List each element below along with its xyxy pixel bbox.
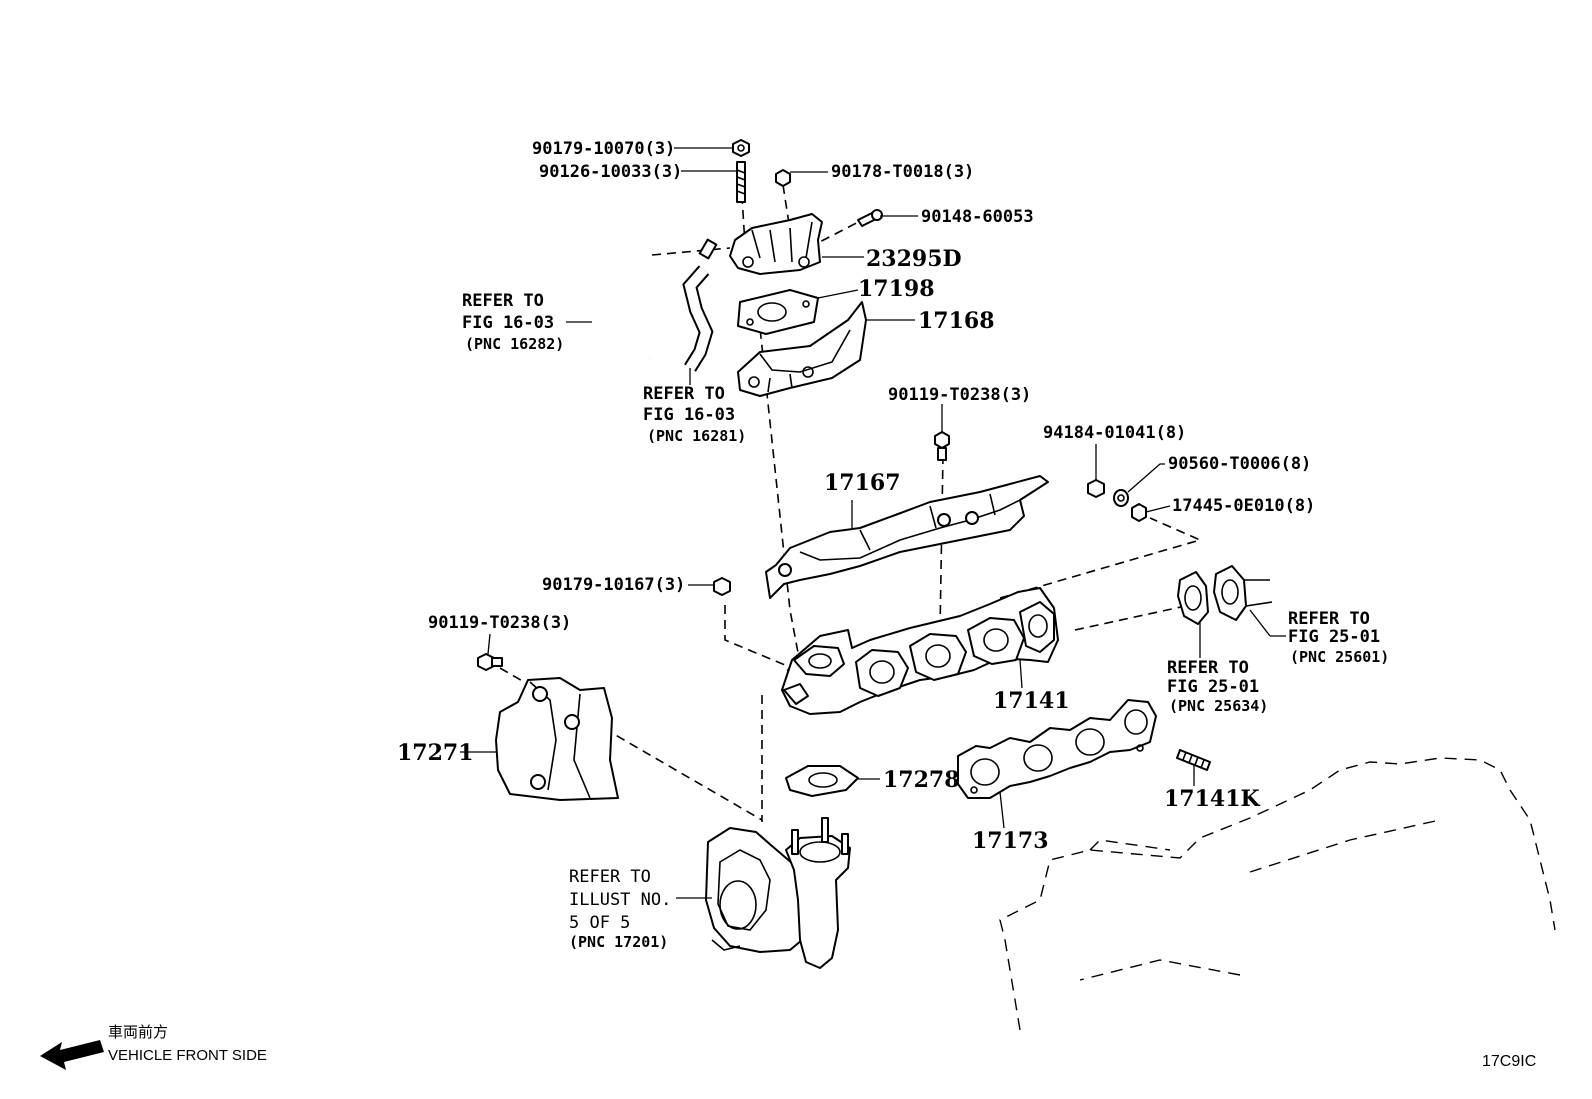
hose-pnc-16281 (682, 265, 714, 372)
label-17198: 17198 (858, 276, 935, 302)
label-17173: 17173 (972, 828, 1049, 854)
label-90126-10033: 90126-10033(3) (539, 162, 682, 182)
stud-90126-10033 (736, 161, 746, 203)
front-label-jp: 車両前方 (108, 1024, 168, 1041)
label-17271: 17271 (397, 740, 474, 766)
bolt-90119-T0238-upper (934, 431, 950, 461)
part-17141 (781, 587, 1059, 715)
bolt-90148-60053 (857, 209, 883, 227)
refer-line: REFER TO (1167, 658, 1249, 678)
refer-line: REFER TO (643, 384, 725, 404)
leader-lines (460, 147, 1286, 899)
refer-pnc: (PNC 25601) (1290, 648, 1389, 666)
label-90179-10167: 90179-10167(3) (542, 575, 685, 595)
label-94184-01041: 94184-01041(8) (1043, 423, 1186, 443)
refer-callout-25634: REFER TO FIG 25-01 (PNC 25634) (1167, 658, 1268, 715)
refer-illust: ILLUST NO. (569, 890, 671, 910)
part-17167 (765, 475, 1049, 599)
label-17141: 17141 (993, 688, 1070, 714)
refer-callout-25601: REFER TO FIG 25-01 (PNC 25601) (1288, 609, 1389, 666)
label-17278: 17278 (883, 767, 960, 793)
part-17168 (737, 301, 867, 397)
label-90560-T0006: 90560-T0006(8) (1168, 454, 1311, 474)
part-17271 (495, 677, 619, 801)
refer-pnc: (PNC 17201) (569, 933, 668, 951)
label-17168: 17168 (918, 308, 995, 334)
nut-94184-01041 (1087, 479, 1105, 498)
label-17167: 17167 (824, 470, 901, 496)
label-17445-0E010: 17445-0E010(8) (1172, 496, 1315, 516)
hose-pnc-16282 (584, 240, 653, 363)
engine-block-outline (999, 757, 1556, 1031)
refer-figure: FIG 25-01 (1167, 677, 1259, 697)
label-90178-T0018: 90178-T0018(3) (831, 162, 974, 182)
stud-17141K (1176, 749, 1211, 771)
label-17141K: 17141K (1164, 786, 1261, 812)
washer-90560-T0006 (1113, 489, 1129, 507)
bolt-90119-T0238-lower (477, 653, 503, 671)
label-23295D: 23295D (866, 246, 962, 272)
refer-callout-17201: REFER TO ILLUST NO. 5 OF 5 (PNC 17201) (569, 867, 671, 951)
refer-pnc: (PNC 25634) (1169, 697, 1268, 715)
part-17173 (957, 699, 1157, 799)
nut-90178-T0018 (775, 169, 791, 187)
label-90148-60053: 90148-60053 (921, 207, 1034, 227)
part-number-labels: 90179-10070(3) 90126-10033(3) 90178-T001… (397, 139, 1315, 854)
front-arrow-icon (40, 1040, 104, 1070)
refer-line: REFER TO (569, 867, 651, 887)
gasket-pnc-25601 (1213, 565, 1273, 621)
nut-90179-10167 (713, 577, 731, 596)
refer-figure: FIG 16-03 (643, 405, 735, 425)
part-17278 (785, 765, 859, 797)
vehicle-front-indicator: 車両前方 VEHICLE FRONT SIDE (40, 1024, 267, 1070)
part-23295D (698, 213, 823, 275)
refer-figure: FIG 25-01 (1288, 627, 1380, 647)
part-17198 (737, 289, 819, 335)
refer-figure: FIG 16-03 (462, 313, 554, 333)
front-label-en: VEHICLE FRONT SIDE (108, 1047, 267, 1064)
refer-page: 5 OF 5 (569, 913, 630, 933)
nut-17445-0E010 (1131, 503, 1147, 522)
illustration-code: 17C9IC (1482, 1053, 1536, 1070)
refer-callout-16281: REFER TO FIG 16-03 (PNC 16281) (643, 384, 746, 445)
refer-line: REFER TO (462, 291, 544, 311)
label-90119-T0238-upper: 90119-T0238(3) (888, 385, 1031, 405)
refer-pnc: (PNC 16282) (465, 335, 564, 353)
refer-pnc: (PNC 16281) (647, 427, 746, 445)
nut-90179-10070 (732, 139, 750, 157)
refer-callout-16282: REFER TO FIG 16-03 (PNC 16282) (462, 291, 564, 353)
refer-line: REFER TO (1288, 609, 1370, 629)
label-90179-10070: 90179-10070(3) (532, 139, 675, 159)
turbocharger-pnc-17201 (705, 817, 851, 969)
label-90119-T0238-lower: 90119-T0238(3) (428, 613, 571, 633)
gasket-pnc-25634 (1177, 571, 1209, 625)
